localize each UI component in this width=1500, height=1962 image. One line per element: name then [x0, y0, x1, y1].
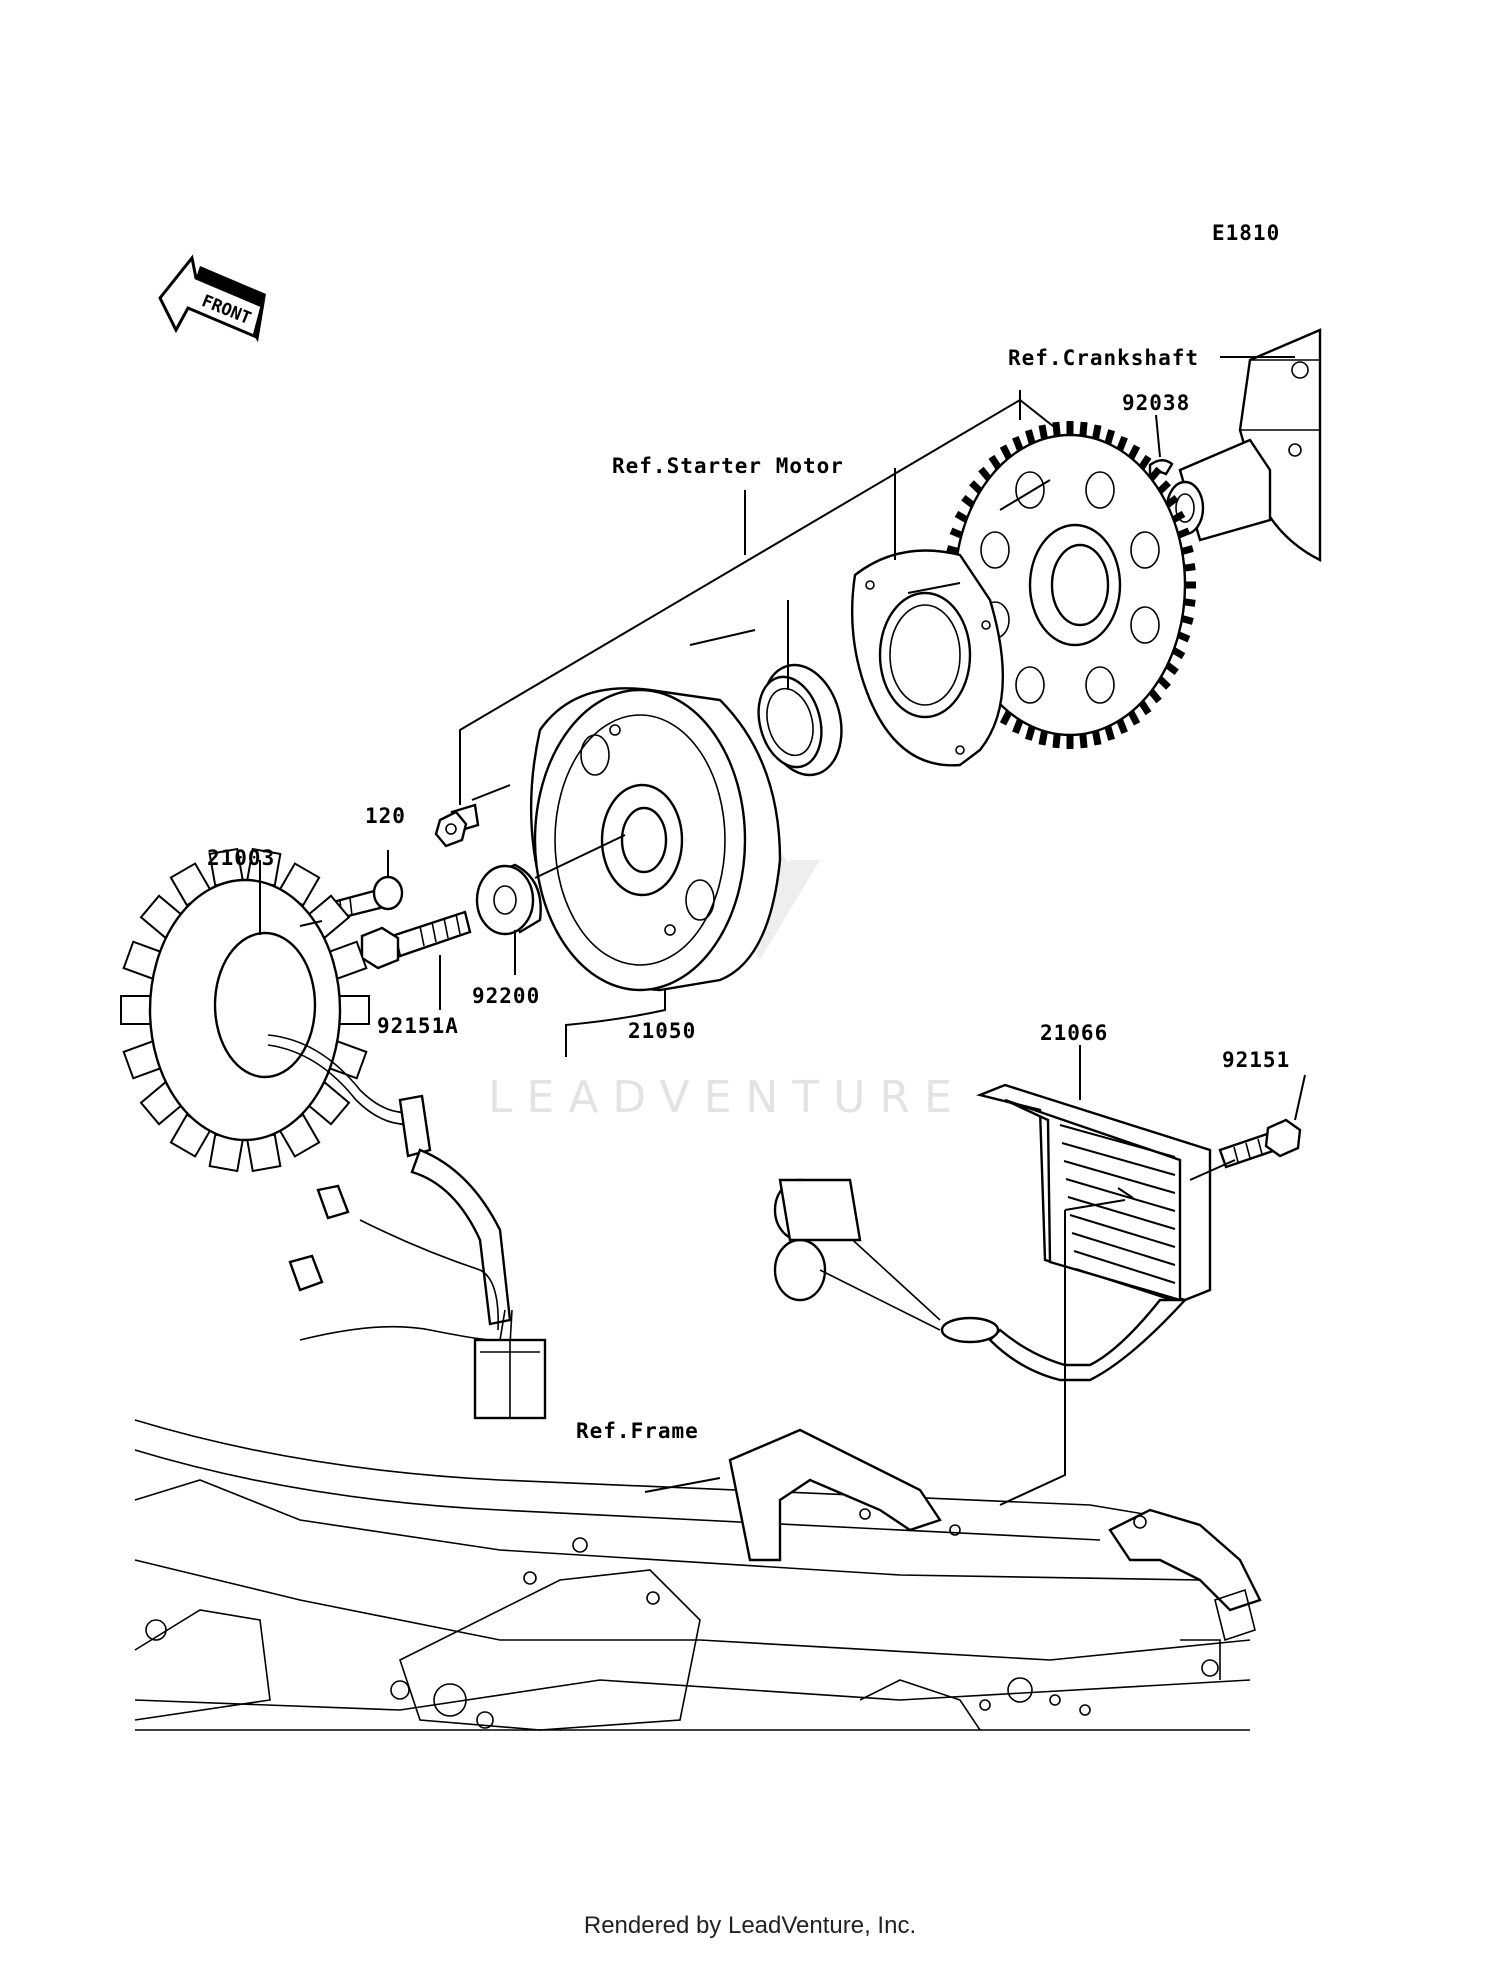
watermark-text: LEADVENTURE: [488, 1072, 966, 1123]
regulator-rectifier: [773, 1083, 1212, 1382]
part-label-21003: 21003: [207, 846, 275, 870]
part-label-92151a: 92151A: [377, 1014, 459, 1038]
part-label-92038: 92038: [1122, 391, 1190, 415]
part-label-92200: 92200: [472, 984, 540, 1008]
front-arrow-icon: FRONT: [158, 254, 266, 342]
flywheel-bolt: [434, 803, 480, 848]
part-label-120: 120: [365, 804, 406, 828]
stator: [120, 847, 425, 1173]
ref-crankshaft-label: Ref.Crankshaft: [1008, 346, 1199, 370]
leader-lines: [259, 356, 1306, 1506]
ref-frame-label: Ref.Frame: [576, 1419, 699, 1443]
flywheel-rotor: [529, 687, 782, 992]
part-label-21066: 21066: [1040, 1021, 1108, 1045]
ref-starter-motor-label: Ref.Starter Motor: [612, 454, 844, 478]
bolt-92151a: [360, 910, 472, 970]
diagram-code: E1810: [1212, 221, 1280, 245]
clutch-plate: [850, 549, 1004, 767]
one-way-clutch: [757, 663, 843, 777]
bolt-92151: [1218, 1118, 1302, 1169]
footer-credit: Rendered by LeadVenture, Inc.: [583, 1912, 917, 1939]
part-label-21050: 21050: [628, 1019, 696, 1043]
crankshaft-ref: [1165, 328, 1322, 562]
washer-92200: [475, 863, 542, 936]
frame: [134, 1419, 1262, 1731]
part-label-92151: 92151: [1222, 1048, 1290, 1072]
stator-harness: [288, 1094, 547, 1420]
